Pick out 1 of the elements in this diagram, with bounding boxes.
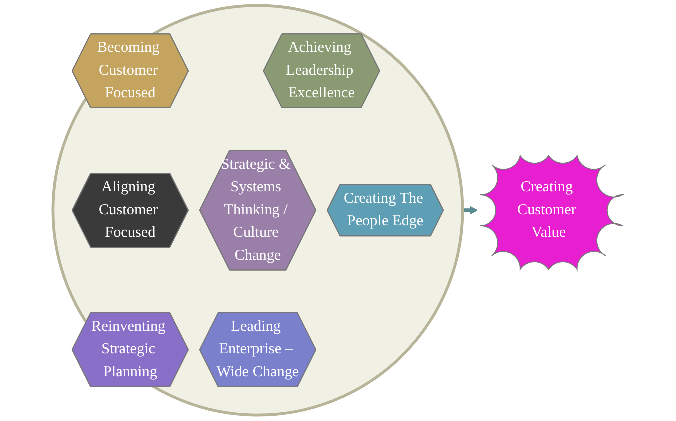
cluster <box>52 4 464 417</box>
